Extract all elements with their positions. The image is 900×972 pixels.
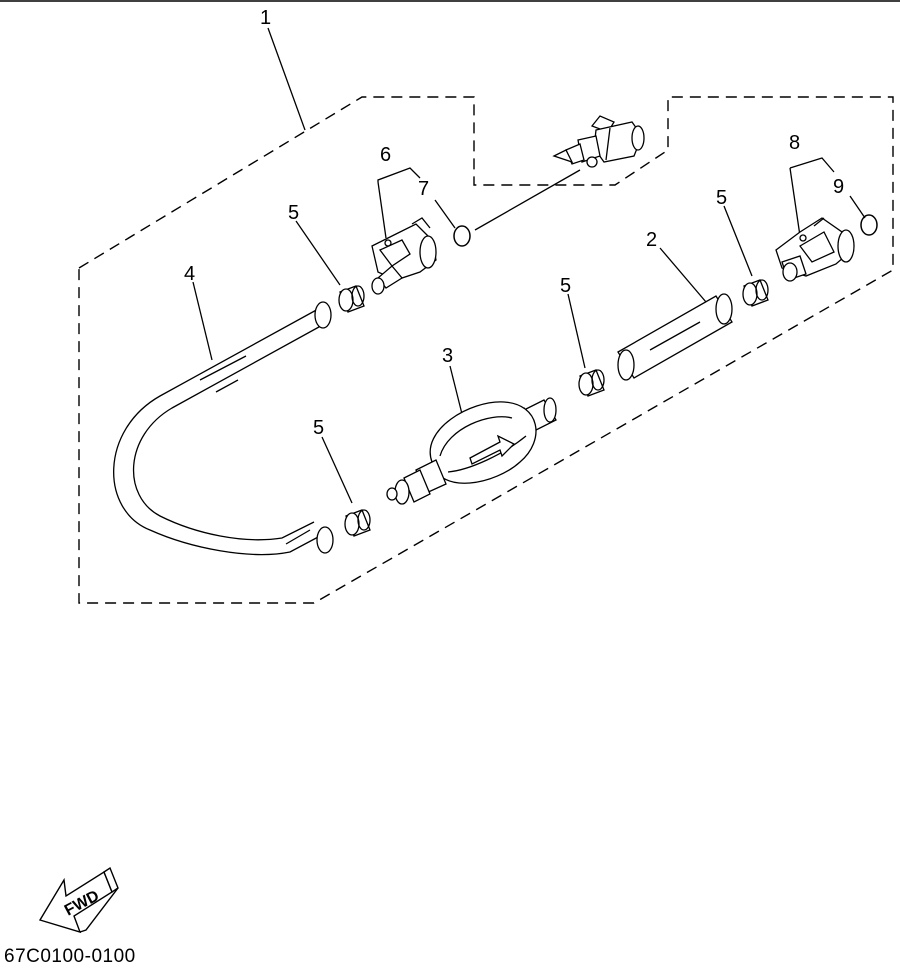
callout-5-top-right: 5 xyxy=(716,187,727,209)
callout-9: 9 xyxy=(833,176,844,198)
callout-7: 7 xyxy=(418,178,429,200)
leader-lines xyxy=(192,27,866,504)
o-ring-part-9 xyxy=(860,214,878,236)
callout-5-middle: 5 xyxy=(560,275,571,297)
callout-3: 3 xyxy=(442,345,453,367)
primer-bulb-part-3 xyxy=(386,397,557,505)
diagram-code: 67C0100-0100 xyxy=(4,946,136,967)
hose-clamp-part-5-bottom xyxy=(344,509,371,537)
o-ring-part-7 xyxy=(453,225,471,247)
callout-4: 4 xyxy=(184,263,195,285)
fuel-joint-part-6 xyxy=(371,217,437,295)
callout-2: 2 xyxy=(646,229,657,251)
assembly-boundary-dashed xyxy=(78,96,894,604)
callout-labels: 1 2 3 4 5 5 5 5 6 7 8 9 xyxy=(184,7,844,439)
hose-clamp-part-5-top-right xyxy=(742,279,769,307)
callout-1: 1 xyxy=(260,7,271,29)
fuel-joint-part-8 xyxy=(775,217,855,282)
callout-8: 8 xyxy=(789,132,800,154)
fwd-arrow-icon xyxy=(38,866,119,934)
hose-clamp-part-5-top-left xyxy=(338,285,365,313)
callout-5-bottom: 5 xyxy=(313,417,324,439)
engine-fitting-part xyxy=(552,115,645,168)
fuel-hose-part-2 xyxy=(617,293,733,381)
callout-6: 6 xyxy=(380,144,391,166)
hose-clamp-part-5-middle xyxy=(578,369,605,397)
fuel-hose-part-4 xyxy=(113,301,334,556)
callout-5-top-left: 5 xyxy=(288,202,299,224)
